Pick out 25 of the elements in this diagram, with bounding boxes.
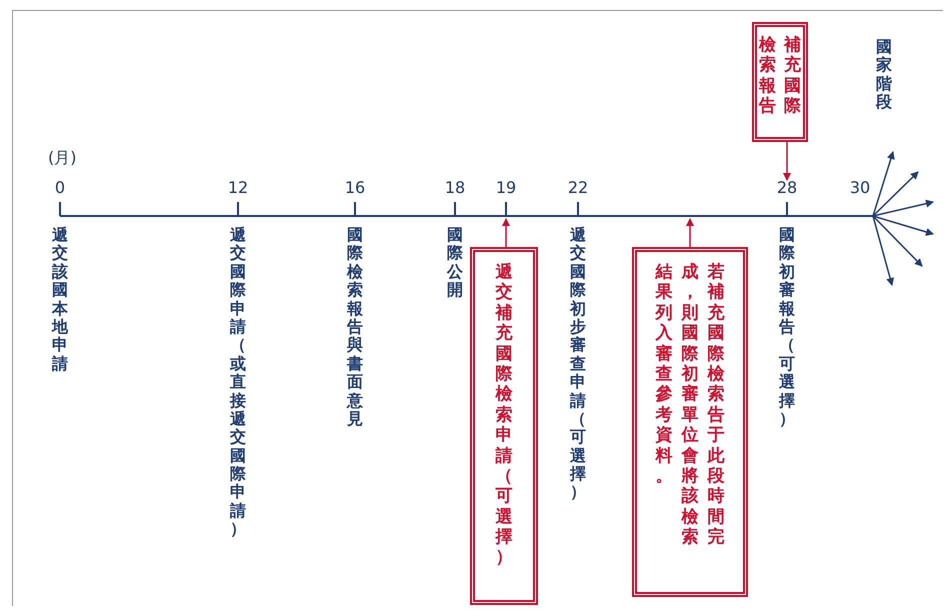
event-text: 遞交國際初步審查申請（可選擇） [570,226,586,502]
event-text: 國際檢索報告與書面意見 [346,226,364,428]
tick-number: 0 [54,178,66,197]
note-text: 補充國際檢索報告 [759,35,801,118]
note-text: 若補充國際檢索告于此段時間完成，則國際初審單位會將該檢索結果列入審查參考資料。 [655,262,725,550]
arrow [783,142,791,181]
event-text: 國際公開 [446,226,464,300]
tick-number: 19 [496,178,516,197]
arrow [502,218,510,247]
note-box [632,247,748,597]
event-text: 國際初審報告（可選擇） [778,226,796,428]
tick-number: 12 [228,178,248,197]
stage-text: 國家階段 [876,38,892,112]
tick-number: 18 [444,178,466,197]
event-text: 遞交該國本地申請 [52,226,68,374]
tick-number: 30 [850,178,870,197]
tick-number: 16 [344,178,366,197]
note-box [752,22,808,142]
tick-number: 22 [568,178,588,197]
unit-label: (月) [48,148,76,169]
note-box [470,247,538,605]
event-text: 遞交國際申請（或直接遞交國際申請） [230,226,246,539]
note-text: 遞交補充國際檢索申請（可選擇） [495,262,513,570]
arrow [686,218,694,247]
tick-number: 28 [776,178,798,197]
